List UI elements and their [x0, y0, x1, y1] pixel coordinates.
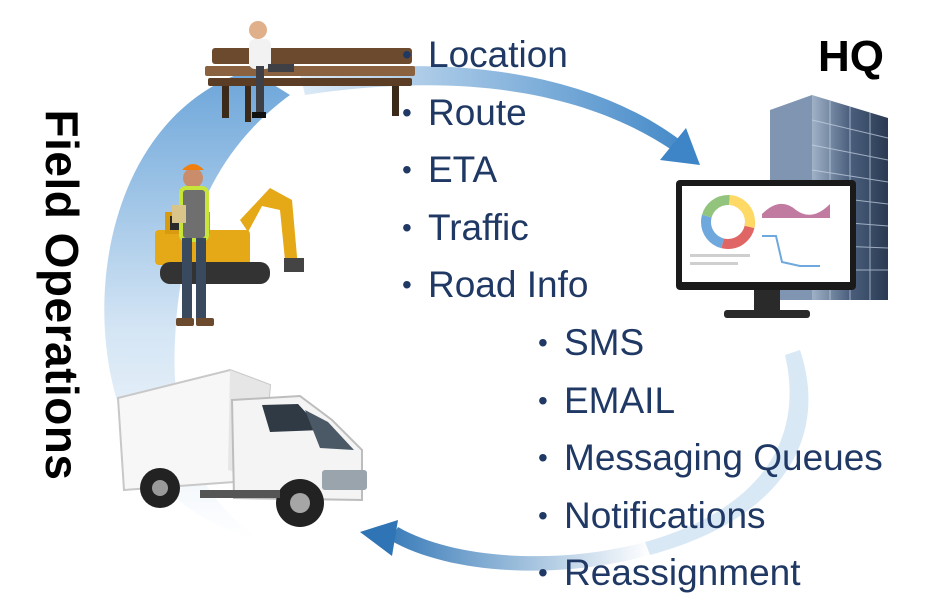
businessman-on-bench-icon	[205, 21, 415, 122]
construction-worker-excavator-icon	[155, 164, 304, 326]
monitor-dashboard-icon	[676, 180, 856, 318]
list-item-label: Road Info	[428, 264, 589, 306]
list-item-label: Location	[428, 34, 568, 75]
list-item: •Messaging Queues	[538, 437, 883, 479]
list-item-label: SMS	[564, 322, 645, 363]
list-item-label: Notifications	[564, 494, 766, 536]
downstream-info-list: •SMS •EMAIL •Messaging Queues •Notificat…	[538, 314, 883, 602]
list-item: •Notifications	[538, 494, 766, 536]
list-item-label: Reassignment	[564, 552, 801, 594]
list-item-label: ETA	[428, 149, 498, 191]
list-item-label: Route	[428, 91, 527, 133]
list-item: •Location	[402, 34, 568, 75]
list-item: •SMS	[538, 322, 645, 363]
list-item: •ETA	[402, 149, 498, 191]
hq-label: HQ	[818, 32, 884, 81]
list-item: •Route	[402, 91, 527, 133]
list-item-label: EMAIL	[564, 379, 676, 421]
list-item: •Reassignment	[538, 552, 801, 594]
list-item: •Road Info	[402, 264, 589, 306]
right-flow-arc	[645, 350, 809, 555]
list-item: •Traffic	[402, 206, 529, 248]
delivery-truck-icon	[116, 368, 367, 527]
field-operations-label: Field Operations	[36, 109, 88, 481]
upstream-info-list: •Location •Route •ETA •Traffic •Road Inf…	[402, 26, 588, 314]
list-item: •EMAIL	[538, 379, 676, 421]
list-item-label: Traffic	[428, 206, 529, 248]
downstream-arrow	[360, 520, 650, 571]
list-item-label: Messaging Queues	[564, 437, 883, 479]
